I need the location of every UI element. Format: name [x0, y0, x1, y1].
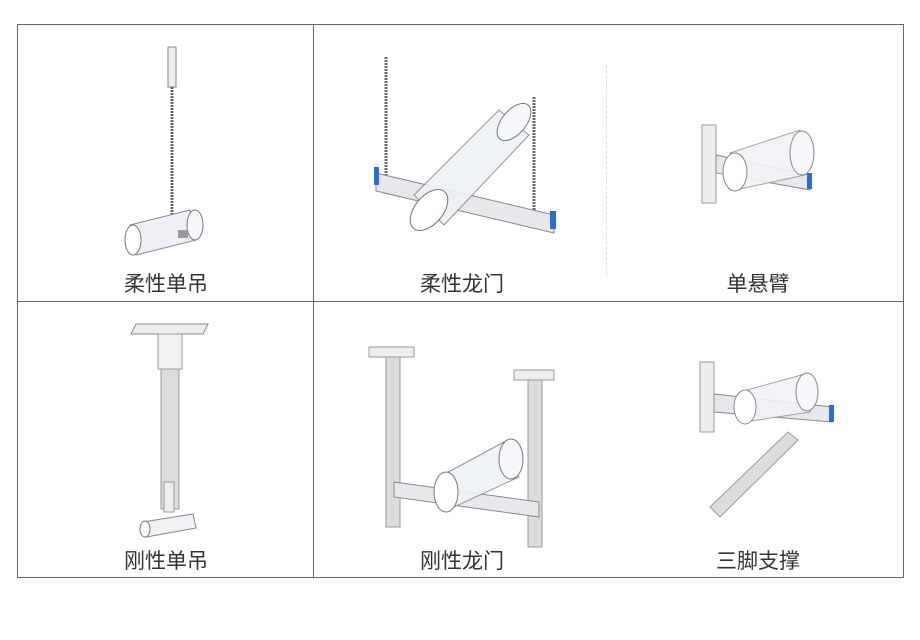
cell-label: 刚性单吊: [124, 549, 208, 573]
cell-rigid-single-hanger: 刚性单吊: [18, 302, 314, 579]
cell-label: 刚性龙门: [420, 549, 504, 573]
support-types-table: 柔性单吊 柔性龙门 单悬臂: [17, 24, 904, 578]
column-divider-faint: [606, 65, 607, 275]
cell-label: 柔性单吊: [124, 272, 208, 296]
rigid-gantry-illustration: [368, 346, 555, 548]
cell-label: 三脚支撑: [716, 549, 800, 573]
row-divider: [18, 301, 903, 302]
cell-tripod-support: 三脚支撑: [610, 302, 906, 579]
rigid-single-hanger-illustration: [130, 323, 209, 538]
cell-label: 单悬臂: [726, 272, 790, 296]
cell-label: 柔性龙门: [420, 272, 504, 296]
cell-flexible-gantry: 柔性龙门: [314, 25, 610, 302]
single-cantilever-illustration: [701, 124, 815, 204]
flexible-gantry-illustration: [374, 57, 556, 234]
flexible-single-hanger-illustration: [124, 46, 204, 256]
cell-single-cantilever: 单悬臂: [610, 25, 906, 302]
column-divider: [313, 25, 314, 577]
cell-rigid-gantry: 刚性龙门: [314, 302, 610, 579]
tripod-support-illustration: [699, 361, 834, 518]
cell-flexible-single-hanger: 柔性单吊: [18, 25, 314, 302]
